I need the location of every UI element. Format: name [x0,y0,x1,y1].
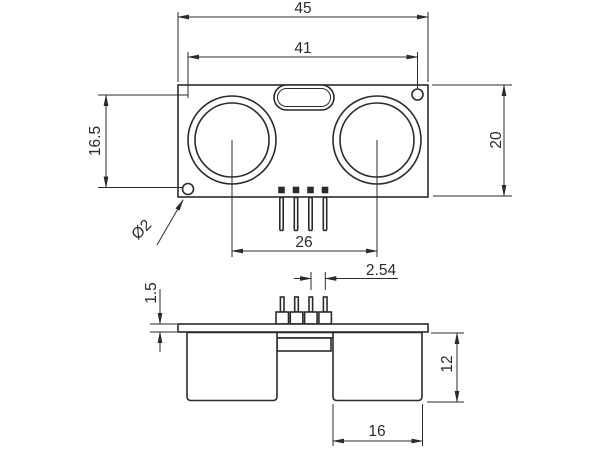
dim-board-thickness-label: 1.5 [143,282,160,304]
dim-transducer-diameter-label: 16 [368,423,385,440]
dim-pin-pitch-label: 2.54 [366,262,397,279]
top-view [177,84,429,232]
oscillator-can-side [271,331,337,352]
mounting-hole-bottom-left [181,182,195,196]
pin-header-side [275,296,333,325]
board-outline-side [177,323,429,333]
dim-hole-diameter-label: Ø2 [128,216,155,243]
dim-board-height-label: 20 [488,131,505,149]
right-transducer-side [332,331,423,402]
oscillator-can-top [273,84,335,111]
dim-hole-spacing-horizontal-label: 41 [294,40,311,57]
mounting-hole-top-right [411,88,424,101]
dim-hole-spacing-vertical-label: 16.5 [87,126,104,156]
dim-transducer-height-label: 12 [439,355,456,372]
pin-header-top [278,186,329,232]
left-transducer-side [186,331,278,402]
dim-transducer-spacing-label: 26 [295,234,312,251]
dim-overall-width-label: 45 [294,0,311,17]
side-view [177,296,429,402]
dimension-lines [98,12,512,446]
